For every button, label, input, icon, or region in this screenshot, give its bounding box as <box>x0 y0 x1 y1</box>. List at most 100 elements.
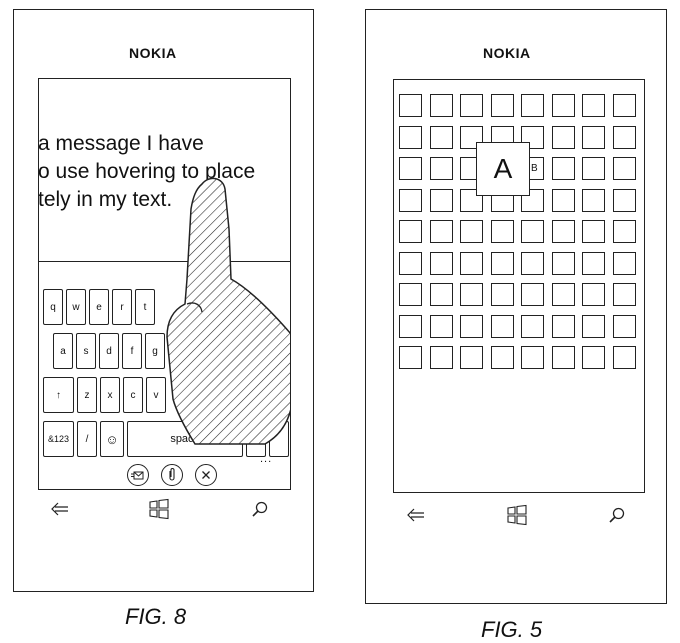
grid-key[interactable] <box>582 157 605 180</box>
grid-key[interactable] <box>429 157 453 180</box>
grid-key[interactable] <box>551 125 575 149</box>
grid-key[interactable] <box>582 346 605 369</box>
message-line-2: o use hovering to place <box>38 160 256 183</box>
grid-key[interactable] <box>490 94 514 117</box>
grid-key[interactable] <box>399 188 422 212</box>
key-g[interactable]: g <box>145 333 165 369</box>
grid-key[interactable] <box>399 125 422 149</box>
grid-key[interactable] <box>612 346 636 369</box>
back-icon[interactable] <box>50 502 70 516</box>
key-f[interactable]: f <box>122 333 142 369</box>
key-emoji[interactable]: ☺ <box>100 421 124 457</box>
grid-key[interactable] <box>551 94 575 117</box>
grid-key[interactable] <box>551 283 575 306</box>
grid-key[interactable] <box>460 251 483 275</box>
grid-key[interactable] <box>521 220 544 243</box>
grid-key[interactable] <box>582 251 605 275</box>
grid-key[interactable] <box>399 314 422 338</box>
key-s[interactable]: s <box>76 333 96 369</box>
grid-key[interactable] <box>582 283 605 306</box>
key-x[interactable]: x <box>100 377 120 413</box>
grid-key[interactable] <box>429 346 453 369</box>
grid-key[interactable] <box>582 125 605 149</box>
windows-icon[interactable] <box>506 504 528 526</box>
magnified-key-popup[interactable]: A <box>476 142 530 196</box>
grid-key[interactable] <box>612 94 636 117</box>
grid-key[interactable] <box>582 314 605 338</box>
grid-key[interactable] <box>399 283 422 306</box>
grid-key[interactable] <box>490 346 514 369</box>
close-icon[interactable] <box>195 464 217 486</box>
grid-key[interactable] <box>551 220 575 243</box>
grid-key[interactable] <box>429 188 453 212</box>
grid-key[interactable] <box>460 220 483 243</box>
key-v[interactable]: v <box>146 377 166 413</box>
grid-key[interactable] <box>551 251 575 275</box>
grid-key[interactable] <box>399 346 422 369</box>
fig8-screen: a message I have o use hovering to place… <box>38 78 291 490</box>
grid-key[interactable] <box>429 283 453 306</box>
grid-key[interactable] <box>551 314 575 338</box>
key-shift[interactable]: ↑ <box>43 377 74 413</box>
grid-key[interactable] <box>612 157 636 180</box>
grid-key[interactable] <box>521 314 544 338</box>
grid-key[interactable] <box>399 94 422 117</box>
grid-key[interactable] <box>429 220 453 243</box>
grid-key[interactable] <box>460 283 483 306</box>
grid-key[interactable] <box>521 283 544 306</box>
grid-key[interactable] <box>490 283 514 306</box>
grid-key[interactable] <box>612 125 636 149</box>
search-icon[interactable] <box>251 500 269 518</box>
grid-key[interactable] <box>521 251 544 275</box>
grid-key[interactable] <box>521 346 544 369</box>
grid-key[interactable] <box>521 94 544 117</box>
key-r[interactable]: r <box>112 289 132 325</box>
grid-key[interactable] <box>490 251 514 275</box>
key-c[interactable]: c <box>123 377 143 413</box>
grid-key[interactable] <box>399 220 422 243</box>
grid-key[interactable] <box>429 125 453 149</box>
grid-key[interactable] <box>429 314 453 338</box>
fig8-phone: NOKIA a message I have o use hovering to… <box>13 9 314 592</box>
back-icon[interactable] <box>406 508 426 522</box>
grid-key[interactable] <box>429 94 453 117</box>
finger-illustration <box>166 177 290 445</box>
more-dots[interactable]: ... <box>260 453 273 465</box>
attach-icon[interactable] <box>161 464 183 486</box>
fig8-caption: FIG. 8 <box>125 604 187 629</box>
key-q[interactable]: q <box>43 289 63 325</box>
grid-key[interactable] <box>612 283 636 306</box>
fig5-brand-logo: NOKIA <box>483 45 531 61</box>
grid-key[interactable] <box>399 157 422 180</box>
grid-key[interactable] <box>490 314 514 338</box>
key-w[interactable]: w <box>66 289 86 325</box>
grid-key[interactable] <box>460 314 483 338</box>
grid-key[interactable] <box>612 188 636 212</box>
key-symbols[interactable]: &123 <box>43 421 74 457</box>
grid-key[interactable] <box>612 314 636 338</box>
grid-key[interactable] <box>429 251 453 275</box>
grid-key[interactable] <box>551 157 575 180</box>
grid-key[interactable] <box>460 346 483 369</box>
grid-key[interactable] <box>612 220 636 243</box>
grid-key[interactable] <box>460 94 483 117</box>
key-d[interactable]: d <box>99 333 119 369</box>
key-t[interactable]: t <box>135 289 155 325</box>
grid-key[interactable] <box>612 251 636 275</box>
grid-key[interactable] <box>551 188 575 212</box>
key-z[interactable]: z <box>77 377 97 413</box>
grid-key[interactable] <box>399 251 422 275</box>
key-a[interactable]: a <box>53 333 73 369</box>
send-icon[interactable] <box>127 464 149 486</box>
key-e[interactable]: e <box>89 289 109 325</box>
message-line-3: tely in my text. <box>38 188 173 211</box>
message-text-area[interactable]: a message I have o use hovering to place… <box>38 79 290 261</box>
grid-key[interactable] <box>582 220 605 243</box>
grid-key[interactable] <box>582 94 605 117</box>
grid-key[interactable] <box>490 220 514 243</box>
grid-key[interactable] <box>551 346 575 369</box>
key-slash[interactable]: / <box>77 421 97 457</box>
windows-icon[interactable] <box>148 498 170 520</box>
grid-key[interactable] <box>582 188 605 212</box>
search-icon[interactable] <box>608 506 626 524</box>
